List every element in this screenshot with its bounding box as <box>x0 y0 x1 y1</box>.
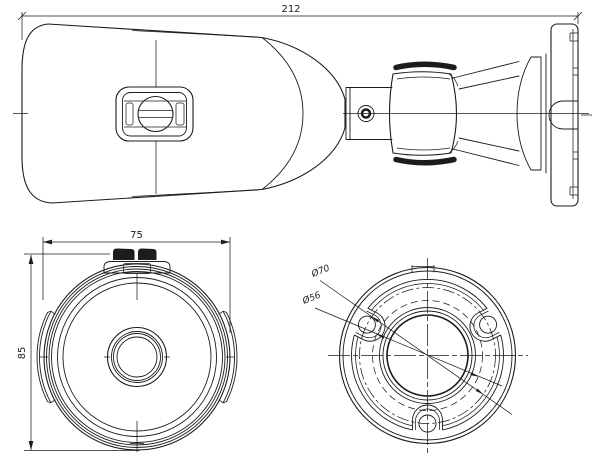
dimension-85-arrow-top <box>28 255 34 264</box>
lobe-inner-line <box>355 310 382 339</box>
knob-black-tabs <box>113 248 157 260</box>
dimension-front-height: 85 <box>17 253 140 451</box>
hinge-neck <box>345 87 393 140</box>
screw-hole <box>479 315 498 334</box>
lens-ring-3 <box>113 333 161 381</box>
hinge-screw-inner <box>360 108 372 119</box>
side-view: 212 <box>13 4 592 207</box>
sunshield-rear-rim <box>261 37 304 190</box>
screw-hole-lobe-upper-left <box>353 307 386 342</box>
leader-56-arrow-2 <box>470 372 479 377</box>
ball-joint <box>388 61 459 166</box>
leader-70-label: Ø70 <box>309 263 331 281</box>
leader-56-arrow-1 <box>376 334 385 339</box>
neck-outline <box>345 87 393 140</box>
wall-plate <box>548 23 592 207</box>
bracket-outer <box>115 86 194 142</box>
dimension-overall-length: 212 <box>17 4 583 40</box>
lobe-outline <box>469 307 502 342</box>
joint-lock-ring-bottom <box>393 156 457 166</box>
plate-outline <box>550 23 579 207</box>
bracket-screw-head <box>137 95 174 133</box>
dimension-75-lines <box>42 237 231 333</box>
dimension-85-lines <box>24 253 140 451</box>
lens-outer <box>106 326 168 388</box>
sunshield-edge-lines <box>131 30 259 197</box>
dimension-212-label: 212 <box>281 4 300 15</box>
sunshield-side-clips <box>36 310 238 404</box>
joint-inner-lines <box>396 73 459 154</box>
bracket-tab-left <box>125 102 134 126</box>
side-clip-right <box>222 310 238 404</box>
lens-ring-2 <box>111 331 163 383</box>
leader-70-arrow-1 <box>371 316 380 323</box>
front-seam-lines <box>130 273 144 452</box>
base-view: Ø70 Ø56 <box>300 258 528 455</box>
dimension-75-arrow-left <box>43 239 52 245</box>
lens-rings <box>106 326 168 388</box>
lobe-inner-line <box>473 310 500 339</box>
mount-bracket <box>115 86 194 142</box>
joint-lock-ring-top <box>393 61 457 71</box>
dimension-75-arrow-right <box>221 239 230 245</box>
dimension-212-lines <box>17 11 583 40</box>
knob-platform <box>103 261 171 274</box>
front-face-ring <box>62 282 212 432</box>
dimension-85-arrow-bottom <box>28 441 34 450</box>
cable-notch <box>548 100 579 130</box>
leader-56-label: Ø56 <box>300 290 322 308</box>
front-view: 75 85 <box>17 230 238 452</box>
joint-housing-outline <box>388 71 458 156</box>
leader-56-line <box>314 307 503 387</box>
side-clip-hooks <box>47 310 227 404</box>
front-ring-5 <box>57 277 217 437</box>
bracket-band-lines <box>124 100 186 128</box>
bracket-inner <box>122 92 187 137</box>
arm-flange <box>516 53 547 174</box>
bracket-tab-right <box>175 102 185 126</box>
base-top-notch <box>411 265 435 273</box>
screw-hole-lobe-upper-right <box>469 307 502 342</box>
dimension-85-label: 85 <box>17 347 28 360</box>
camera-body-outline <box>21 23 346 204</box>
arm-cone <box>452 61 520 166</box>
dimension-front-width: 75 <box>42 230 231 333</box>
lobe-outline <box>353 307 386 342</box>
plate-notches <box>569 32 578 196</box>
side-clip-left <box>36 310 52 404</box>
dimension-75-label: 75 <box>130 230 143 241</box>
lens-inner <box>116 336 158 378</box>
leader-70-arrow-2 <box>475 388 484 395</box>
screw-hole <box>357 315 376 334</box>
hinge-screw-outer <box>357 105 375 122</box>
